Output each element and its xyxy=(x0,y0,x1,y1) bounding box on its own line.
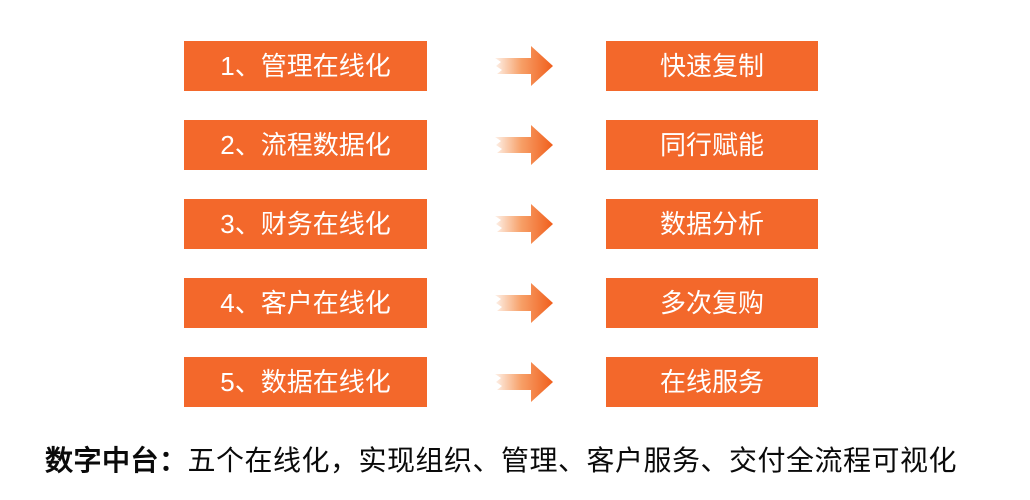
process-row: 5、数据在线化 在线服务 xyxy=(184,357,818,407)
step-box: 3、财务在线化 xyxy=(184,199,427,249)
caption-lead: 数字中台： xyxy=(45,445,188,476)
caption-body: 五个在线化，实现组织、管理、客户服务、交付全流程可视化 xyxy=(187,445,958,476)
caption: 数字中台：五个在线化，实现组织、管理、客户服务、交付全流程可视化 xyxy=(45,444,957,478)
right-arrow-icon xyxy=(495,204,553,244)
process-rows: 1、管理在线化 快速复制 2、流程数据化 同行赋能 3、财务在线化 xyxy=(184,41,818,407)
right-arrow-icon xyxy=(495,46,553,86)
step-label: 3、财务在线化 xyxy=(220,209,391,239)
result-box: 同行赋能 xyxy=(606,120,818,170)
process-row: 4、客户在线化 多次复购 xyxy=(184,278,818,328)
step-box: 2、流程数据化 xyxy=(184,120,427,170)
result-label: 数据分析 xyxy=(659,209,764,239)
step-box: 4、客户在线化 xyxy=(184,278,427,328)
right-arrow-icon xyxy=(495,283,553,323)
step-label: 1、管理在线化 xyxy=(220,51,391,81)
process-row: 2、流程数据化 同行赋能 xyxy=(184,120,818,170)
process-row: 1、管理在线化 快速复制 xyxy=(184,41,818,91)
right-arrow-icon xyxy=(495,125,553,165)
right-arrow-icon xyxy=(495,362,553,402)
step-label: 4、客户在线化 xyxy=(220,288,391,318)
result-label: 在线服务 xyxy=(659,367,764,397)
step-label: 2、流程数据化 xyxy=(220,130,391,160)
step-box: 1、管理在线化 xyxy=(184,41,427,91)
result-label: 同行赋能 xyxy=(659,130,764,160)
step-label: 5、数据在线化 xyxy=(220,367,391,397)
result-box: 快速复制 xyxy=(606,41,818,91)
result-box: 多次复购 xyxy=(606,278,818,328)
result-box: 数据分析 xyxy=(606,199,818,249)
result-label: 多次复购 xyxy=(659,288,764,318)
result-box: 在线服务 xyxy=(606,357,818,407)
result-label: 快速复制 xyxy=(659,51,764,81)
process-row: 3、财务在线化 数据分析 xyxy=(184,199,818,249)
step-box: 5、数据在线化 xyxy=(184,357,427,407)
